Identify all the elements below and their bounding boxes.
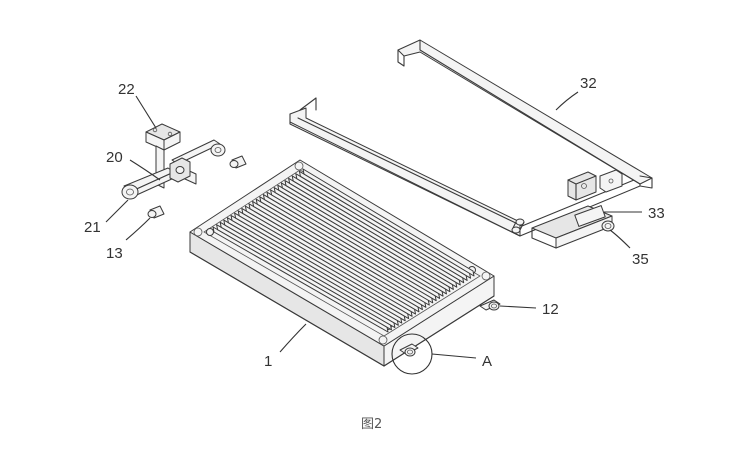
leader-12: [499, 305, 537, 309]
label-32: 32: [580, 75, 597, 92]
screw-hole: [206, 228, 214, 236]
frame-32: [289, 39, 653, 249]
reference-labels: 22 20 21 13 32 33 35 12 A 1: [84, 75, 665, 370]
heatsink-1: [189, 159, 501, 375]
leader-lines: [105, 91, 642, 359]
label-20: 20: [106, 149, 123, 166]
frame-pin: [511, 218, 525, 234]
label-33: 33: [648, 205, 665, 222]
knob-35: [601, 220, 615, 232]
label-21: 21: [84, 219, 101, 236]
clamp-mechanism: [121, 123, 247, 219]
roller-21: [121, 184, 139, 200]
leader-35: [609, 229, 631, 249]
label-35: 35: [632, 251, 649, 268]
label-1: 1: [264, 353, 272, 370]
leader-1: [279, 323, 307, 353]
pivot-pin: [175, 166, 185, 174]
label-12: 12: [542, 301, 559, 318]
leader-21: [105, 199, 129, 223]
fitting-12: [479, 299, 501, 311]
leader-a: [431, 353, 477, 359]
leader-13: [125, 217, 151, 241]
loose-pin-upper: [229, 155, 247, 169]
leader-20: [129, 159, 161, 181]
figure-caption: 图2: [361, 417, 382, 432]
label-13: 13: [106, 245, 123, 262]
label-22: 22: [118, 81, 135, 98]
hinge-block: [567, 169, 623, 201]
leader-32: [555, 91, 579, 111]
pin-13: [147, 205, 165, 219]
shaft-33: [531, 205, 613, 249]
leader-22: [135, 95, 157, 129]
label-a: A: [482, 353, 492, 370]
bracket-22: [145, 123, 181, 189]
cooling-fins: [212, 168, 475, 333]
cooling-fin: [302, 168, 475, 277]
